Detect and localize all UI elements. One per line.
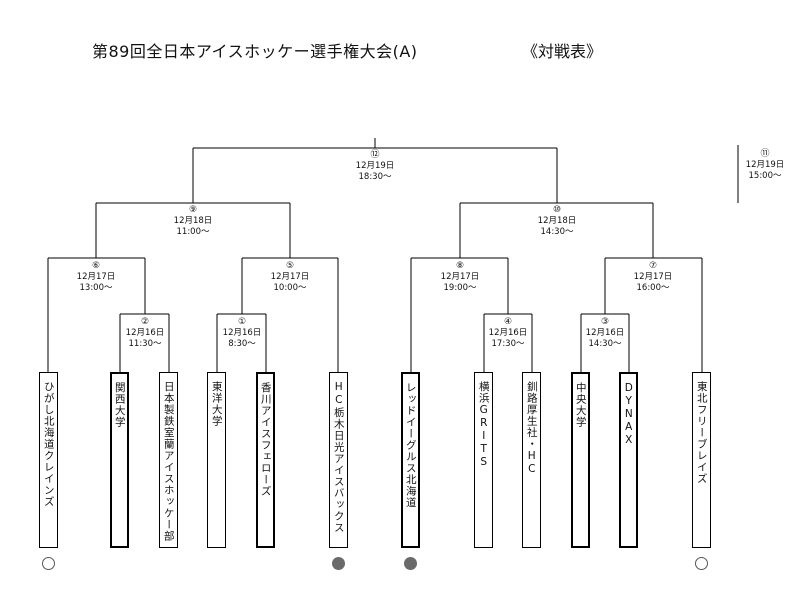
match-7-time: 16:00〜: [637, 283, 670, 293]
match-5-number: ⑤: [286, 261, 294, 271]
team-box-10: 中央大学: [571, 372, 590, 548]
team-box-2: 関西大学: [110, 372, 129, 548]
match-2-date: 12月16日: [126, 328, 165, 338]
match-12-time: 18:30〜: [359, 172, 392, 182]
match-8-time: 19:00〜: [444, 283, 477, 293]
match-8-number: ⑧: [456, 261, 464, 271]
team-box-12: 東北フリーブレイズ: [692, 372, 711, 548]
match-10-time: 14:30〜: [541, 227, 574, 237]
team-name: 東洋大学: [210, 381, 223, 427]
match-12-number: ⑫: [370, 149, 379, 160]
team-name: 東北フリーブレイズ: [695, 381, 708, 485]
team-name: HC栃木日光アイスバックス: [332, 381, 345, 534]
team-name: レッドイーグルス北海道: [404, 382, 417, 509]
team-box-3: 日本製鉄室蘭アイスホッケー部: [159, 372, 178, 548]
match-1-number: ①: [238, 317, 246, 327]
match-7-date: 12月17日: [634, 272, 673, 282]
match-9-time: 11:00〜: [177, 227, 210, 237]
match-3-number: ③: [601, 317, 609, 327]
tournament-title: 第89回全日本アイスホッケー選手権大会(A): [92, 42, 418, 61]
match-5-date: 12月17日: [271, 272, 310, 282]
team-box-4: 東洋大学: [207, 372, 226, 548]
match-2-number: ②: [141, 317, 149, 327]
match-10-date: 12月18日: [538, 216, 577, 226]
team-name: 中央大学: [574, 382, 587, 428]
match-10-number: ⑩: [553, 205, 561, 215]
match-11-date: 12月19日: [746, 160, 785, 170]
team-name: 横浜GRITS: [477, 381, 490, 469]
seed-marker-open: [695, 557, 708, 570]
team-box-6: HC栃木日光アイスバックス: [329, 372, 348, 548]
match-3-time: 14:30〜: [589, 339, 622, 349]
match-8-date: 12月17日: [441, 272, 480, 282]
match-1-time: 8:30〜: [228, 339, 256, 349]
match-11-number: ⑪: [760, 148, 769, 159]
bracket-lines: [47, 138, 739, 372]
match-3-date: 12月16日: [586, 328, 625, 338]
match-6-time: 13:00〜: [80, 283, 113, 293]
team-name: DYNAX: [622, 382, 635, 447]
team-box-9: 釧路厚生社・HC: [522, 372, 541, 548]
match-5-time: 10:00〜: [274, 283, 307, 293]
match-1-date: 12月16日: [223, 328, 262, 338]
match-9-date: 12月18日: [174, 216, 213, 226]
match-4-date: 12月16日: [489, 328, 528, 338]
team-box-8: 横浜GRITS: [474, 372, 493, 548]
match-2-time: 11:30〜: [129, 339, 162, 349]
match-4-number: ④: [504, 317, 512, 327]
team-name: 香川アイスフェローズ: [259, 382, 272, 497]
team-box-5: 香川アイスフェローズ: [256, 372, 275, 548]
match-11-time: 15:00〜: [749, 171, 782, 181]
seed-marker-filled: [404, 557, 417, 570]
seed-marker-open: [42, 557, 55, 570]
match-7-number: ⑦: [649, 261, 657, 271]
team-name: ひがし北海道クレインズ: [42, 381, 55, 508]
seed-marker-filled: [332, 557, 345, 570]
team-box-1: ひがし北海道クレインズ: [39, 372, 58, 548]
team-name: 関西大学: [113, 382, 126, 428]
match-6-number: ⑥: [92, 261, 100, 271]
team-box-7: レッドイーグルス北海道: [401, 372, 420, 548]
team-name: 日本製鉄室蘭アイスホッケー部: [162, 381, 175, 542]
team-name: 釧路厚生社・HC: [525, 381, 538, 476]
bracket-subtitle: 《対戦表》: [522, 42, 603, 61]
match-4-time: 17:30〜: [492, 339, 525, 349]
match-9-number: ⑨: [189, 205, 197, 215]
team-box-11: DYNAX: [619, 372, 638, 548]
match-6-date: 12月17日: [77, 272, 116, 282]
match-12-date: 12月19日: [356, 161, 395, 171]
